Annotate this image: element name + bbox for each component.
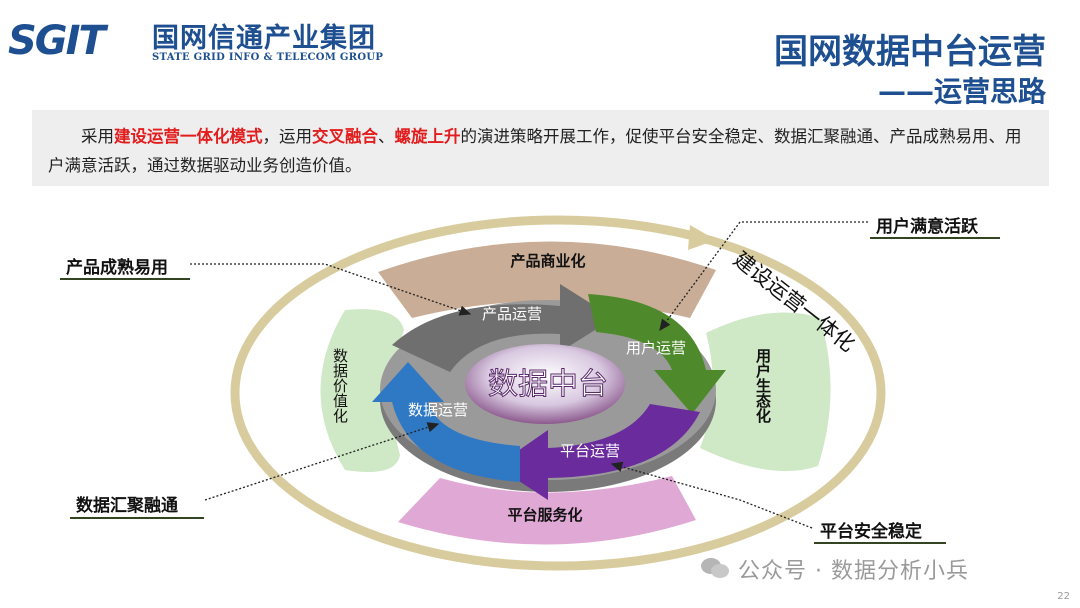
arrow-platform-ops [496, 404, 700, 500]
petal-label-bottom: 平台服务化 [507, 506, 582, 524]
callout-user-active: 用户满意活跃 [876, 217, 978, 237]
intro-highlight-2: 交叉融合 [312, 127, 378, 146]
arrow-data-ops [372, 362, 520, 482]
company-name-en: STATE GRID INFO & TELECOM GROUP [152, 52, 384, 63]
intro-text-2: ，运用 [262, 127, 313, 146]
callout-product-ease: 产品成熟易用 [66, 258, 168, 278]
petal-left [320, 309, 404, 473]
leader-product-ease [190, 263, 472, 316]
center-hub [465, 344, 625, 424]
company-name-cn: 国网信通产业集团 [152, 23, 376, 54]
callout-platform-stable: 平台安全稳定 [820, 522, 922, 542]
leader-data-converge [204, 422, 440, 501]
arrow-label-product-ops: 产品运营 [482, 305, 542, 323]
wechat-icon [701, 558, 729, 578]
petal-label-right: 用户生态化 [754, 348, 772, 423]
slide-subtitle: ——运营思路 [877, 75, 1046, 108]
arrow-user-ops [588, 294, 726, 414]
petal-bottom [398, 476, 696, 545]
leader-user-active [659, 221, 868, 332]
arrow-label-user-ops: 用户运营 [626, 339, 686, 357]
intro-text-4: 的演进策略开展工作，促使平台安全稳定、数据汇聚融通、产品成熟易用、用户满意活跃，… [48, 127, 1022, 175]
slide-title: 国网数据中台运营 [774, 32, 1046, 72]
callout-user-active-underline [870, 237, 1000, 239]
sgit-logo: SGIT [8, 18, 106, 64]
arrow-label-platform-ops: 平台运营 [560, 442, 620, 460]
intro-text: 采用建设运营一体化模式，运用交叉融合、螺旋上升的演进策略开展工作，促使平台安全稳… [48, 122, 1031, 180]
page-number: 22 [1057, 591, 1070, 602]
outer-ring [230, 215, 886, 571]
outer-ring-arrowhead [688, 225, 716, 250]
intro-text-1: 采用 [81, 127, 114, 146]
hub-label: 数据中台 [488, 367, 608, 402]
petal-top [378, 241, 716, 318]
callout-platform-stable-underline [814, 542, 946, 544]
arrow-label-data-ops: 数据运营 [408, 401, 468, 419]
callout-data-converge: 数据汇聚融通 [76, 496, 178, 516]
watermark-text: 公众号 · 数据分析小兵 [738, 559, 969, 584]
petal-right [700, 312, 831, 472]
leader-platform-stable [610, 461, 813, 529]
petal-label-top: 产品商业化 [510, 252, 585, 270]
intro-highlight-3: 螺旋上升 [394, 127, 461, 146]
arrow-product-ops [392, 284, 614, 372]
intro-box: 采用建设运营一体化模式，运用交叉融合、螺旋上升的演进策略开展工作，促使平台安全稳… [32, 110, 1049, 186]
petal-label-left: 数据价值化 [331, 348, 349, 423]
intro-highlight-1: 建设运营一体化模式 [114, 127, 263, 146]
intro-text-3: 、 [378, 127, 395, 146]
callout-data-converge-underline [70, 517, 204, 519]
callout-product-ease-underline [60, 278, 190, 280]
